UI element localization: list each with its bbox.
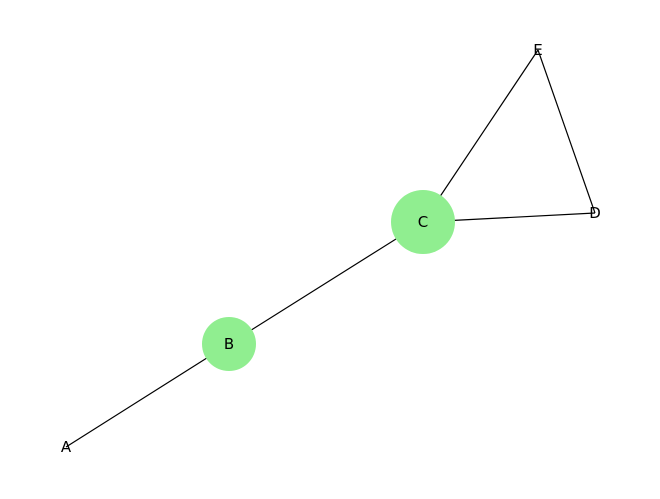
edge-a-b: [65, 343, 230, 448]
labels-layer: A B C D E: [61, 41, 601, 456]
edge-d-e: [537, 49, 596, 214]
node-label-b: B: [224, 335, 234, 353]
node-label-c: C: [418, 213, 428, 231]
edge-c-e: [422, 49, 539, 223]
node-c: [391, 190, 455, 254]
node-label-a: A: [61, 438, 72, 456]
edges-layer: [65, 49, 596, 448]
node-label-e: E: [533, 41, 542, 59]
node-b: [202, 317, 256, 371]
node-label-d: D: [589, 204, 601, 222]
edge-b-c: [228, 221, 424, 345]
nodes-layer: [202, 190, 455, 371]
